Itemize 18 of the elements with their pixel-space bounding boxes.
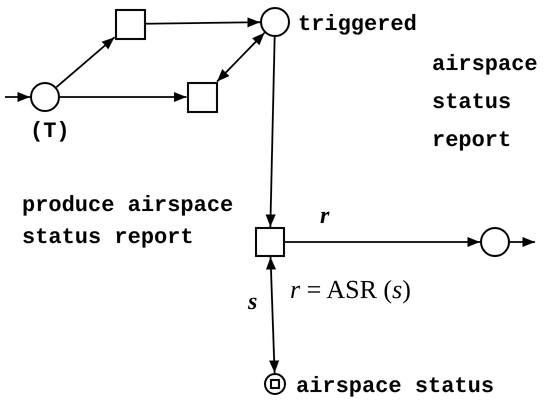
- transition-box: [255, 227, 285, 257]
- arrow: [266, 36, 276, 228]
- arrow: [510, 236, 535, 248]
- arrow: [56, 36, 116, 88]
- formula-label: r = ASR (s): [290, 274, 411, 306]
- arrow: [266, 256, 280, 374]
- transition-box: [186, 82, 218, 112]
- arrow: [60, 92, 186, 102]
- arrow: [145, 17, 260, 28]
- arrow: [216, 32, 266, 82]
- node-caption: airspace status: [296, 373, 494, 401]
- arrow: [285, 236, 480, 248]
- node-caption: airspace status report: [432, 51, 539, 155]
- node-caption: produce airspace status report: [22, 192, 234, 252]
- node-caption: triggered: [298, 11, 417, 39]
- arrow: [5, 92, 30, 102]
- node-caption: (T): [30, 118, 70, 146]
- transition-box: [114, 8, 146, 40]
